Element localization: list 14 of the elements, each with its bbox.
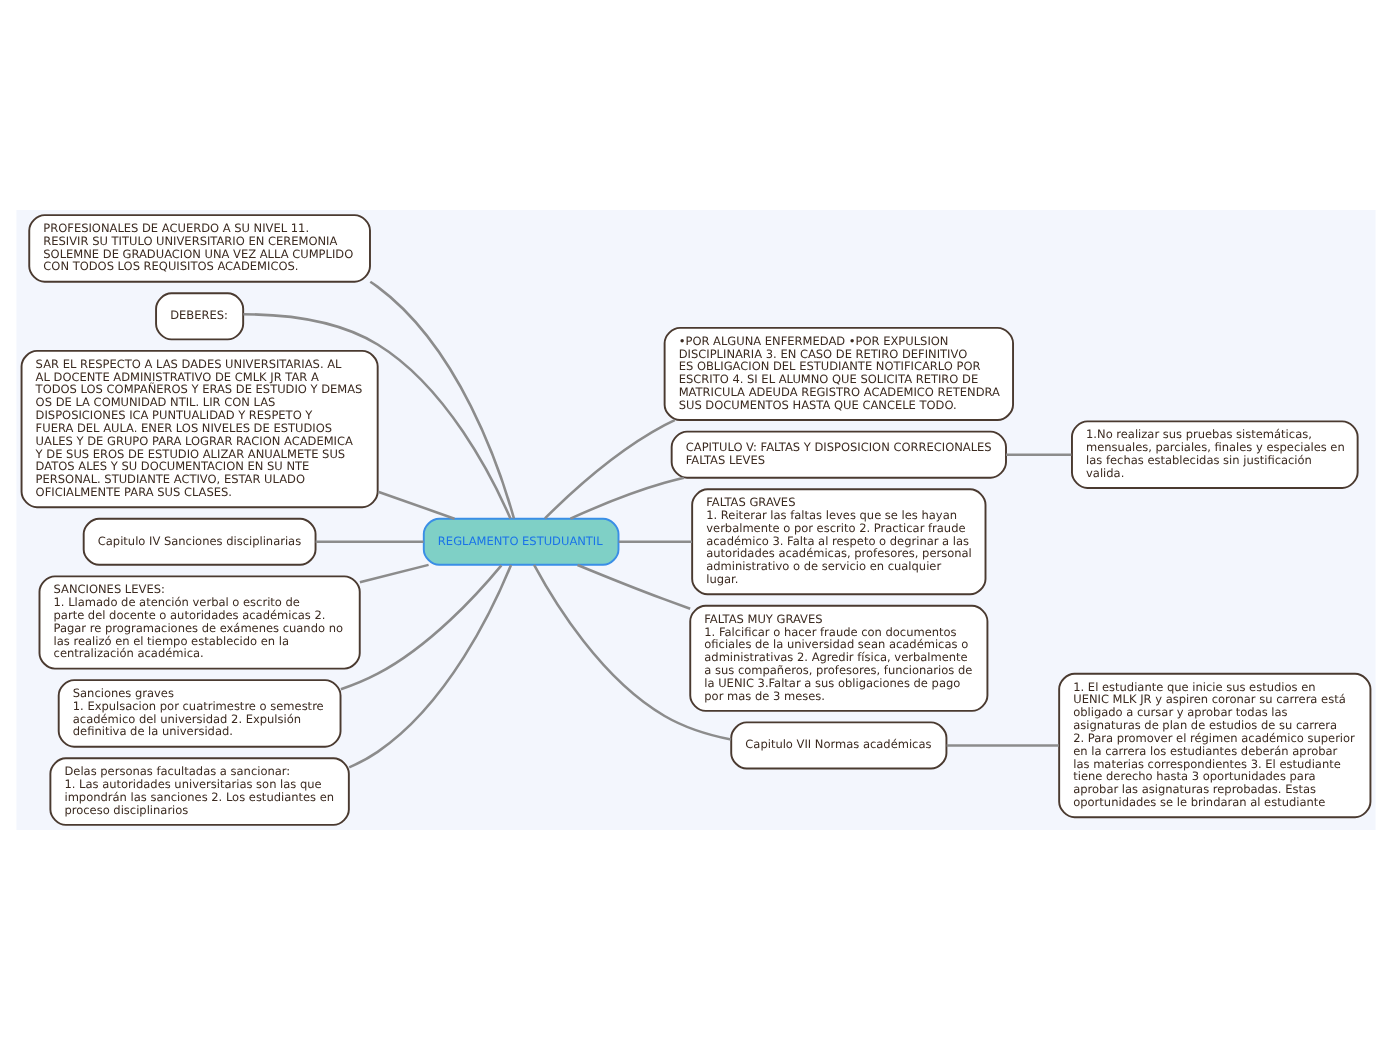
- connector: [618, 540, 692, 544]
- connector: [1006, 453, 1072, 456]
- connector: [377, 490, 455, 520]
- connector: [544, 418, 676, 520]
- connector: [348, 564, 513, 769]
- connector: [369, 280, 516, 519]
- connector: [243, 312, 512, 520]
- connector: [340, 564, 503, 691]
- connector: [532, 564, 732, 741]
- connector: [569, 476, 685, 520]
- connector: [577, 563, 691, 610]
- connector: [315, 540, 424, 544]
- connector: [359, 563, 429, 584]
- connector: [946, 744, 1059, 747]
